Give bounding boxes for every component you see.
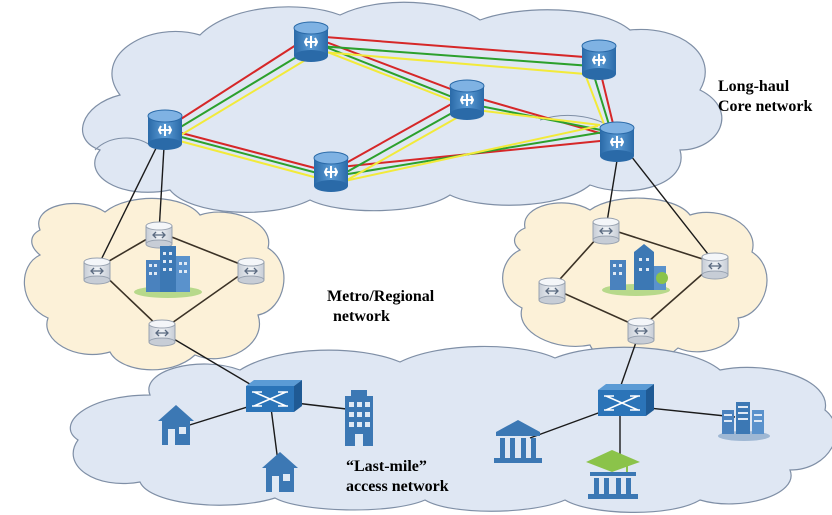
house-icon xyxy=(262,452,298,492)
server-icon xyxy=(718,402,770,441)
metro-router-icon[interactable] xyxy=(145,221,173,249)
metro-router-icon[interactable] xyxy=(627,317,655,345)
core-router-icon[interactable] xyxy=(449,79,485,120)
core-router-icon[interactable] xyxy=(599,121,635,162)
core-router-icon[interactable] xyxy=(313,151,349,192)
access-switch-icon[interactable] xyxy=(598,384,654,416)
core-router-icon[interactable] xyxy=(581,39,617,80)
metro-routers xyxy=(83,217,729,347)
school-icon xyxy=(586,450,640,499)
access-network-label-line-2: access network xyxy=(346,478,449,495)
access-network-label-line-1: “Last-mile” xyxy=(346,458,427,475)
core-network-label-line-1: Long-haul xyxy=(718,78,790,95)
core-network-label: Long-haul Core network xyxy=(718,77,812,117)
access-switch-icon[interactable] xyxy=(246,380,302,412)
city-icon xyxy=(602,244,670,296)
metro-router-icon[interactable] xyxy=(538,277,566,305)
office-building-icon xyxy=(345,390,373,446)
metro-router-icon[interactable] xyxy=(237,257,265,285)
core-routers xyxy=(147,21,635,192)
core-router-icon[interactable] xyxy=(147,109,183,150)
access-network-label: “Last-mile” access network xyxy=(346,457,449,497)
bank-icon xyxy=(494,420,542,463)
metro-network-label: Metro/Regional network xyxy=(327,287,434,327)
metro-router-icon[interactable] xyxy=(83,257,111,285)
core-network-label-line-2: Core network xyxy=(718,98,813,115)
metro-network-label-line-2: network xyxy=(333,308,390,325)
metro-router-icon[interactable] xyxy=(701,252,729,280)
core-cloud xyxy=(82,1,723,213)
core-router-icon[interactable] xyxy=(293,21,329,62)
metro-router-icon[interactable] xyxy=(148,319,176,347)
house-icon xyxy=(158,405,194,445)
metro-network-label-line-1: Metro/Regional xyxy=(327,288,435,305)
metro-router-icon[interactable] xyxy=(592,217,620,245)
city-icon xyxy=(134,246,202,298)
